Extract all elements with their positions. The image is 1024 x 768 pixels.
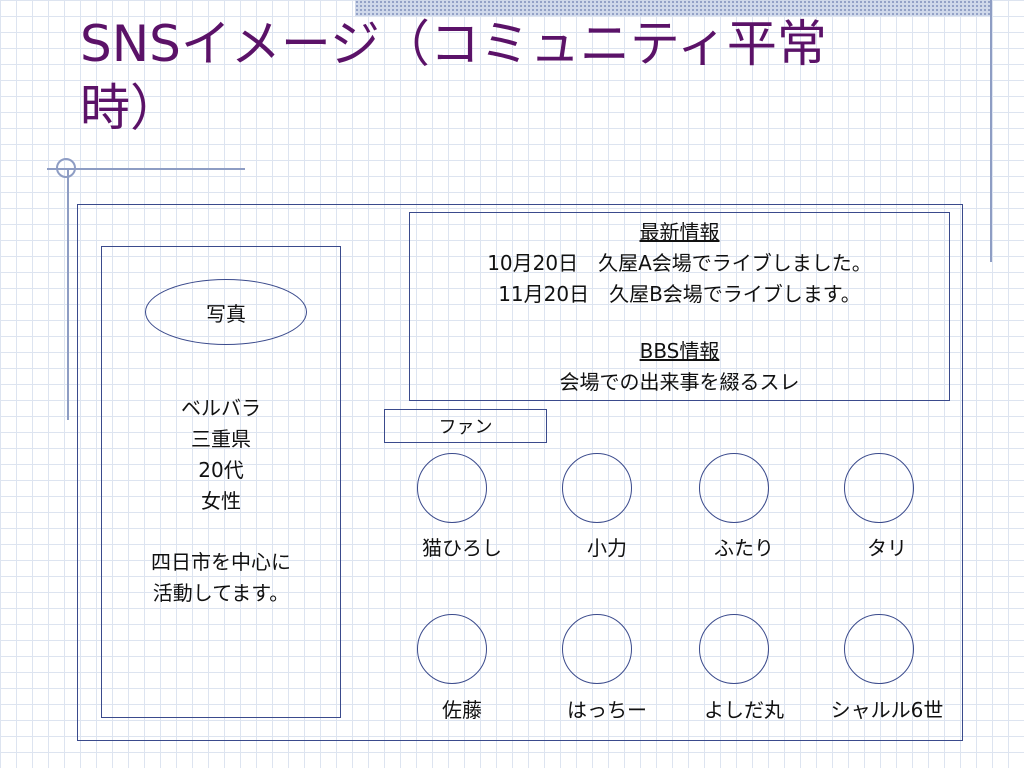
fan-name[interactable]: ふたり — [714, 536, 774, 560]
fan-avatar[interactable] — [417, 453, 487, 523]
profile-age: 20代 — [198, 458, 244, 482]
news-box: 最新情報 10月20日 久屋A会場でライブしました。 11月20日 久屋B会場で… — [409, 212, 950, 401]
slide-title: SNSイメージ（コミュニティ平常 時） — [80, 12, 880, 140]
sns-page-frame — [77, 204, 963, 741]
bbs-item: 会場での出来事を綴るスレ — [559, 370, 800, 394]
left-decorative-line — [67, 170, 69, 420]
fan-avatar[interactable] — [844, 614, 914, 684]
fan-name[interactable]: 佐藤 — [442, 698, 482, 722]
slide-title-line-1: SNSイメージ（コミュニティ平常 — [80, 15, 827, 73]
fan-name[interactable]: はっちー — [567, 698, 647, 722]
fan-avatar[interactable] — [562, 453, 632, 523]
profile-photo-placeholder[interactable]: 写真 — [145, 279, 307, 345]
profile-spacer — [101, 517, 341, 547]
profile-panel — [101, 246, 341, 718]
fans-label: ファン — [438, 417, 493, 438]
news-heading-link[interactable]: 最新情報 — [639, 220, 720, 244]
fan-avatar[interactable] — [699, 614, 769, 684]
bbs-heading-link[interactable]: BBS情報 — [639, 339, 720, 363]
profile-info: ベルバラ 三重県 20代 女性 四日市を中心に 活動してます。 — [101, 393, 341, 609]
news-spacer — [410, 310, 949, 336]
news-item-2: 11月20日 久屋B会場でライブします。 — [498, 282, 861, 306]
profile-gender: 女性 — [201, 489, 241, 513]
fan-avatar[interactable] — [417, 614, 487, 684]
slide-title-line-2: 時） — [80, 79, 180, 137]
fan-name[interactable]: タリ — [867, 536, 907, 560]
fan-name[interactable]: よしだ丸 — [704, 698, 784, 722]
fan-name[interactable]: 猫ひろし — [422, 536, 502, 560]
decorative-circle-icon — [56, 158, 76, 178]
profile-bio-line-2: 活動してます。 — [152, 581, 290, 605]
fan-avatar[interactable] — [844, 453, 914, 523]
fan-name[interactable]: シャルル6世 — [830, 698, 944, 722]
news-item-1: 10月20日 久屋A会場でライブしました。 — [487, 251, 872, 275]
profile-bio-line-1: 四日市を中心に — [151, 550, 291, 574]
fan-avatar[interactable] — [562, 614, 632, 684]
fan-avatar[interactable] — [699, 453, 769, 523]
fan-name[interactable]: 小力 — [587, 536, 627, 560]
right-decorative-line — [990, 0, 992, 262]
title-underline — [47, 168, 245, 170]
profile-name: ベルバラ — [181, 396, 261, 420]
top-decorative-band — [355, 0, 990, 16]
profile-prefecture: 三重県 — [191, 427, 251, 451]
fans-label-box: ファン — [384, 409, 547, 443]
photo-label: 写真 — [206, 301, 246, 326]
